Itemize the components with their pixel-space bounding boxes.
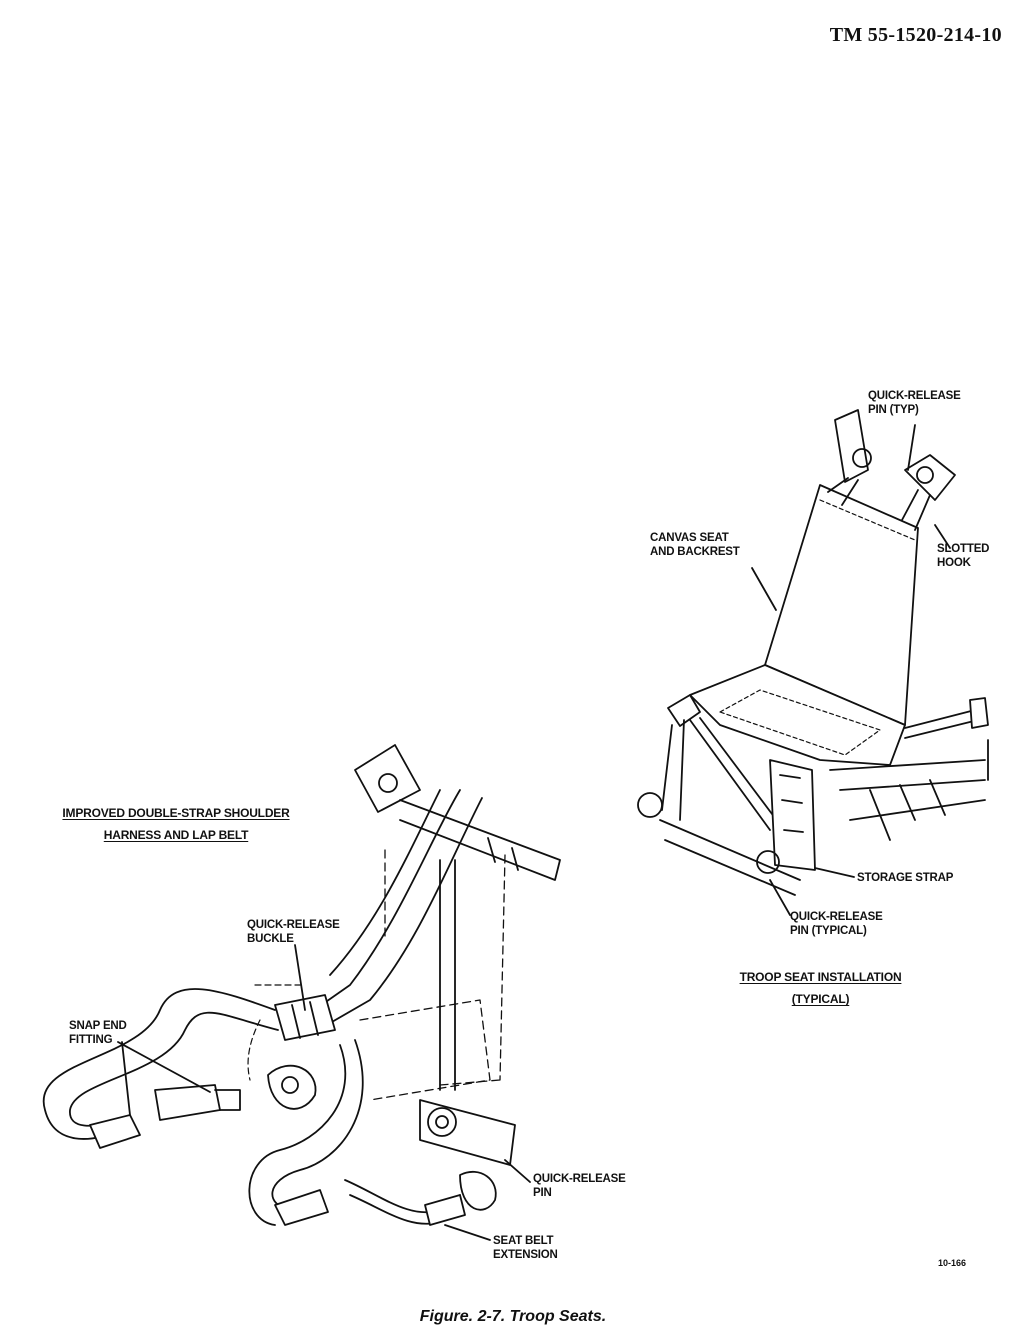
troop-seat-title: TROOP SEAT INSTALLATION(TYPICAL) xyxy=(739,970,902,1006)
figure-code: 10-166 xyxy=(938,1258,967,1268)
troop-seat-drawing xyxy=(637,409,989,916)
harness-drawing xyxy=(42,744,561,1241)
label-storage-strap: STORAGE STRAP xyxy=(857,872,954,884)
figure-caption: Figure. 2-7. Troop Seats. xyxy=(419,1308,607,1325)
document-id: TM 55-1520-214-10 xyxy=(829,24,1002,46)
